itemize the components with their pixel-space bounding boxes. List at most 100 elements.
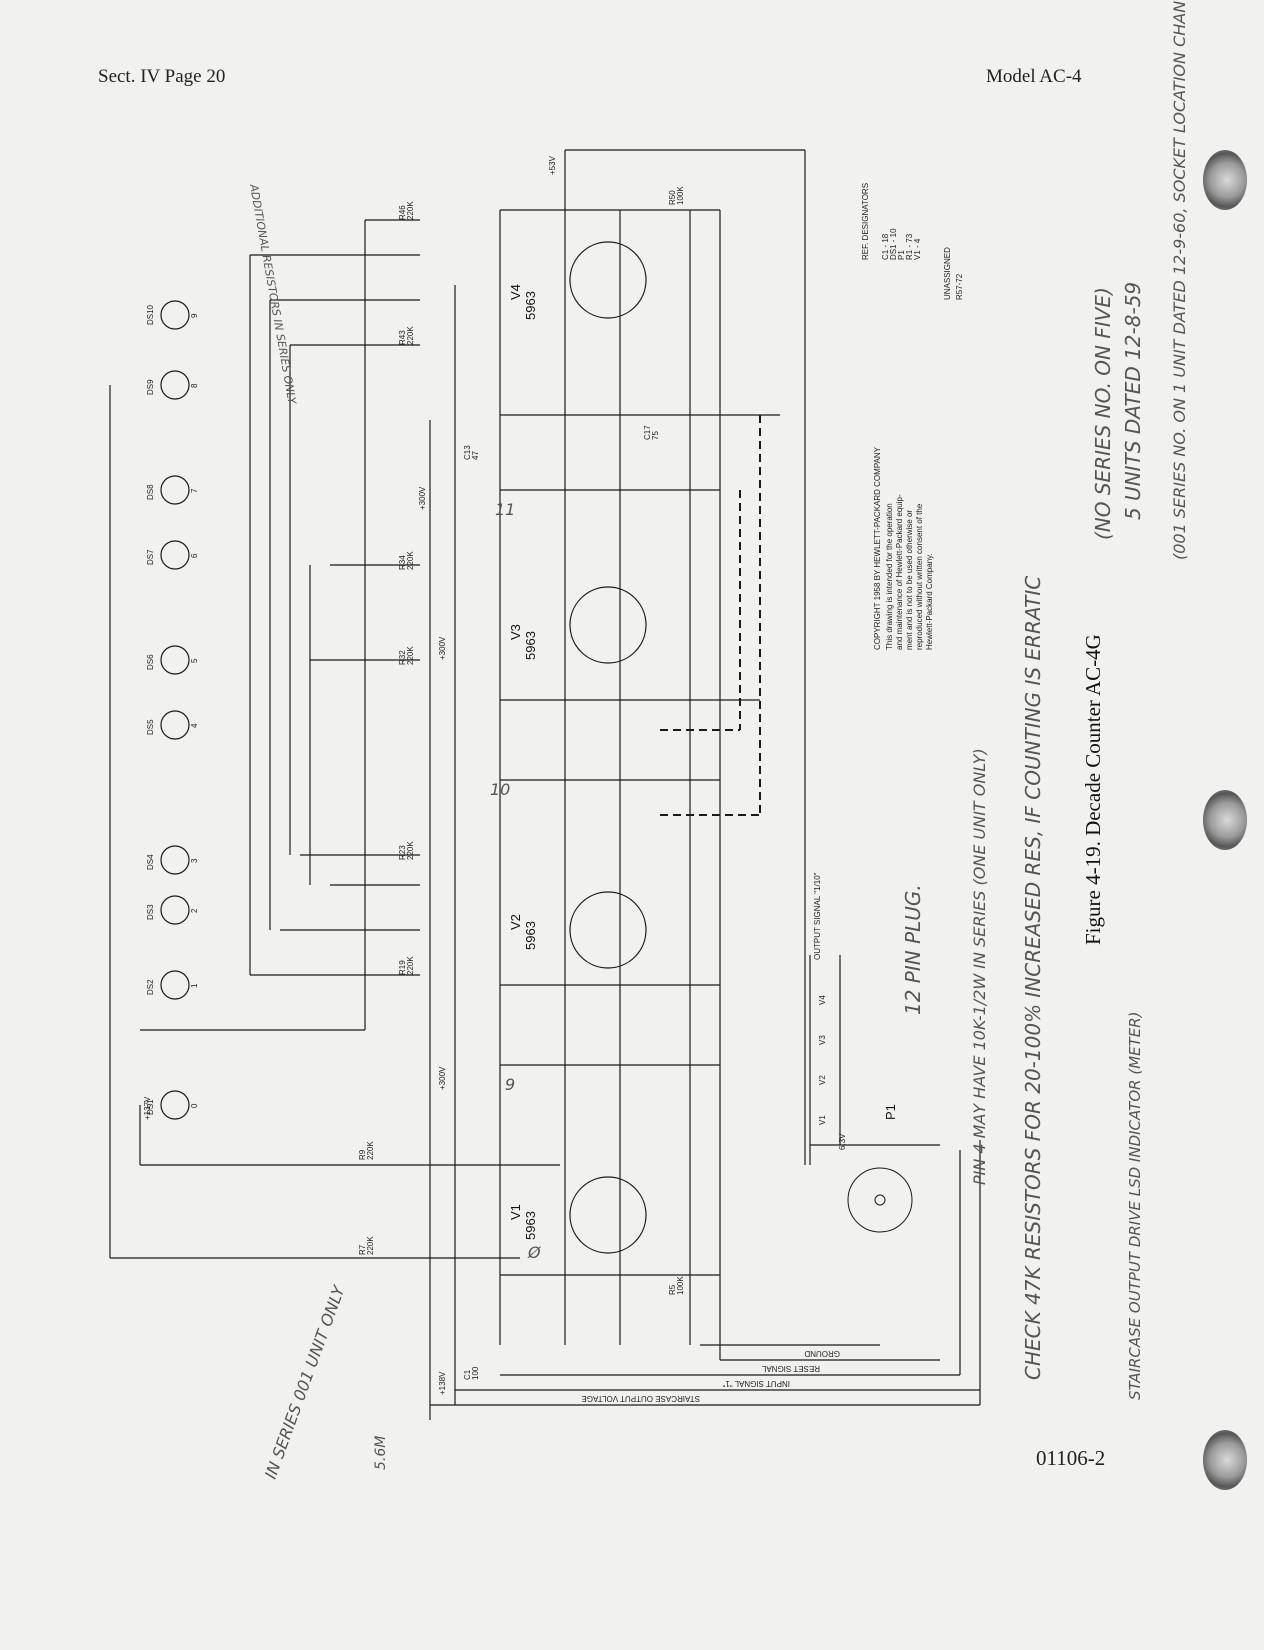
capacitor-value: 100 [471,1366,480,1380]
lamp-digit-label: 3 [190,858,199,863]
copyright-line: Hewlett-Packard Company. [925,553,934,650]
note-units-dated: 5 UNITS DATED 12-8-59 [1121,282,1145,520]
resistor-value: 220K [366,1236,375,1255]
lamp-digit-label: 9 [190,313,199,318]
copyright-notice: COPYRIGHT 1958 BY HEWLETT-PACKARD COMPAN… [873,446,934,650]
lamp-ref-label: DS9 [146,379,155,395]
copyright-line: ment and is not to be used otherwise or [905,510,914,650]
tube-tap-label: V3 [818,1035,827,1045]
resistor-label: R9 [358,1149,367,1160]
lamp-ref-label: DS6 [146,654,155,670]
note-top-pencil: ADDITIONAL RESISTORS IN SERIES ONLY [247,182,299,406]
lamp-ref-label: DS1 [146,1099,155,1115]
lamp-ref-label: DS5 [146,719,155,735]
ref-designator-item: P1 [897,250,906,260]
note-no-series: (NO SERIES NO. ON FIVE) [1091,287,1115,540]
lamp-ref-label: DS3 [146,904,155,920]
ground-label: GROUND [804,1349,840,1358]
resistor-label: R23 [398,845,407,860]
neon-lamp [160,370,190,400]
tube-tap-label: V4 [818,995,827,1005]
tube-label-v3: V3 [508,624,523,640]
lamp-ref-label: DS7 [146,549,155,565]
connector-name: P1 [883,1104,898,1120]
tube-label-v2: V2 [508,914,523,930]
neon-lamp [160,540,190,570]
ref-designator-item: C1 - 18 [881,233,890,260]
neon-lamp [160,475,190,505]
neon-lamp [160,645,190,675]
supply-label: +300V [438,636,447,660]
resistor-value: 220K [406,551,415,570]
capacitor-label: C1 [463,1369,472,1380]
copyright-line: and maintenance of Hewlett-Packard equip… [895,494,904,650]
note-001-series: (001 SERIES NO. ON 1 UNIT DATED 12-9-60,… [1170,0,1189,560]
copyright-line: reproduced without written consent of th… [915,503,924,650]
resistor-value: 220K [406,646,415,665]
output-signal-label: OUTPUT SIGNAL "1/10" [813,872,822,960]
capacitor-label: C17 [643,425,652,440]
connector-p1 [847,1167,913,1233]
neon-lamp [160,845,190,875]
note-pin4-series: PIN 4 MAY HAVE 10K-1/2W IN SERIES (ONE U… [970,748,989,1185]
section-page-header: Sect. IV Page 20 [98,66,226,87]
capacitor-label: C13 [463,445,472,460]
lamp-digit-label: 0 [190,1103,199,1108]
neon-lamp [160,1090,190,1120]
supply-label: +300V [418,486,427,510]
capacitor-value: 75 [651,431,660,440]
resistor-value: 220K [406,956,415,975]
resistor-value: 100K [676,186,685,205]
supply-label: +300V [438,1066,447,1090]
unassigned-title: UNASSIGNED [943,247,952,300]
note-check-47k: CHECK 47K RESISTORS FOR 20-100% INCREASE… [1021,576,1045,1380]
resistor-label: R34 [398,555,407,570]
count-mark: 9 [505,1075,515,1094]
resistor-value: 100K [676,1276,685,1295]
neon-lamp [160,970,190,1000]
neon-lamp [160,895,190,925]
resistor-label: R32 [398,650,407,665]
unassigned-value: R57-72 [955,273,964,300]
capacitor-value: 47 [471,451,480,460]
tube-type-v2: 5963 [523,921,538,950]
count-mark: 11 [495,500,515,519]
tube-tap-label: V2 [818,1075,827,1085]
connector-labels: P1 6.3V V4 V3 V2 V1 [818,995,898,1150]
lamp-digit-label: 1 [190,983,199,988]
reference-designators-block: REF. DESIGNATORS C1 - 18 DS1 - 10 P1 R1 … [861,183,964,300]
count-mark: 10 [490,780,510,799]
neon-lamp [160,300,190,330]
handwritten-notes: 12 PIN PLUG. PIN 4 MAY HAVE 10K-1/2W IN … [247,0,1189,1481]
resistor-label: R50 [668,190,677,205]
heater-voltage-label: 6.3V [838,1133,847,1150]
note-5-6m: 5.6M [373,1436,389,1470]
count-mark: Ø [527,1243,541,1262]
lamp-digit-label: 7 [190,488,199,493]
resistor-label: R43 [398,330,407,345]
supply-label: +137V [143,1096,152,1120]
ref-designators-title: REF. DESIGNATORS [861,183,870,260]
lamp-digit-label: 6 [190,553,199,558]
resistor-label: R7 [358,1244,367,1255]
note-in-series-001: IN SERIES 001 UNIT ONLY [261,1282,349,1481]
resistor-value: 220K [406,201,415,220]
lamp-ref-label: DS4 [146,854,155,870]
lamp-digit-label: 4 [190,723,199,728]
wiring [109,149,981,1420]
lamp-ref-label: DS8 [146,484,155,500]
component-labels: R46 220K R43 220K R34 220K R32 220K R23 … [358,186,685,1380]
document-number: 01106-2 [1036,1446,1106,1470]
tube-label-v1: V1 [508,1204,523,1220]
lamp-digit-label: 2 [190,908,199,913]
tube-tap-label: V1 [818,1115,827,1125]
staircase-output-label: STAIRCASE OUTPUT VOLTAGE [581,1394,700,1403]
reset-signal-label: RESET SIGNAL [761,1364,820,1373]
ref-designator-item: V1 - 4 [913,238,922,260]
signal-line-labels: STAIRCASE OUTPUT VOLTAGE INPUT SIGNAL "1… [581,872,840,1403]
supply-label: +138V [438,1371,447,1395]
resistor-value: 220K [406,841,415,860]
copyright-line: COPYRIGHT 1958 BY HEWLETT-PACKARD COMPAN… [873,446,882,650]
supply-label: +53V [548,155,557,175]
input-signal-label: INPUT SIGNAL "1" [722,1379,790,1388]
